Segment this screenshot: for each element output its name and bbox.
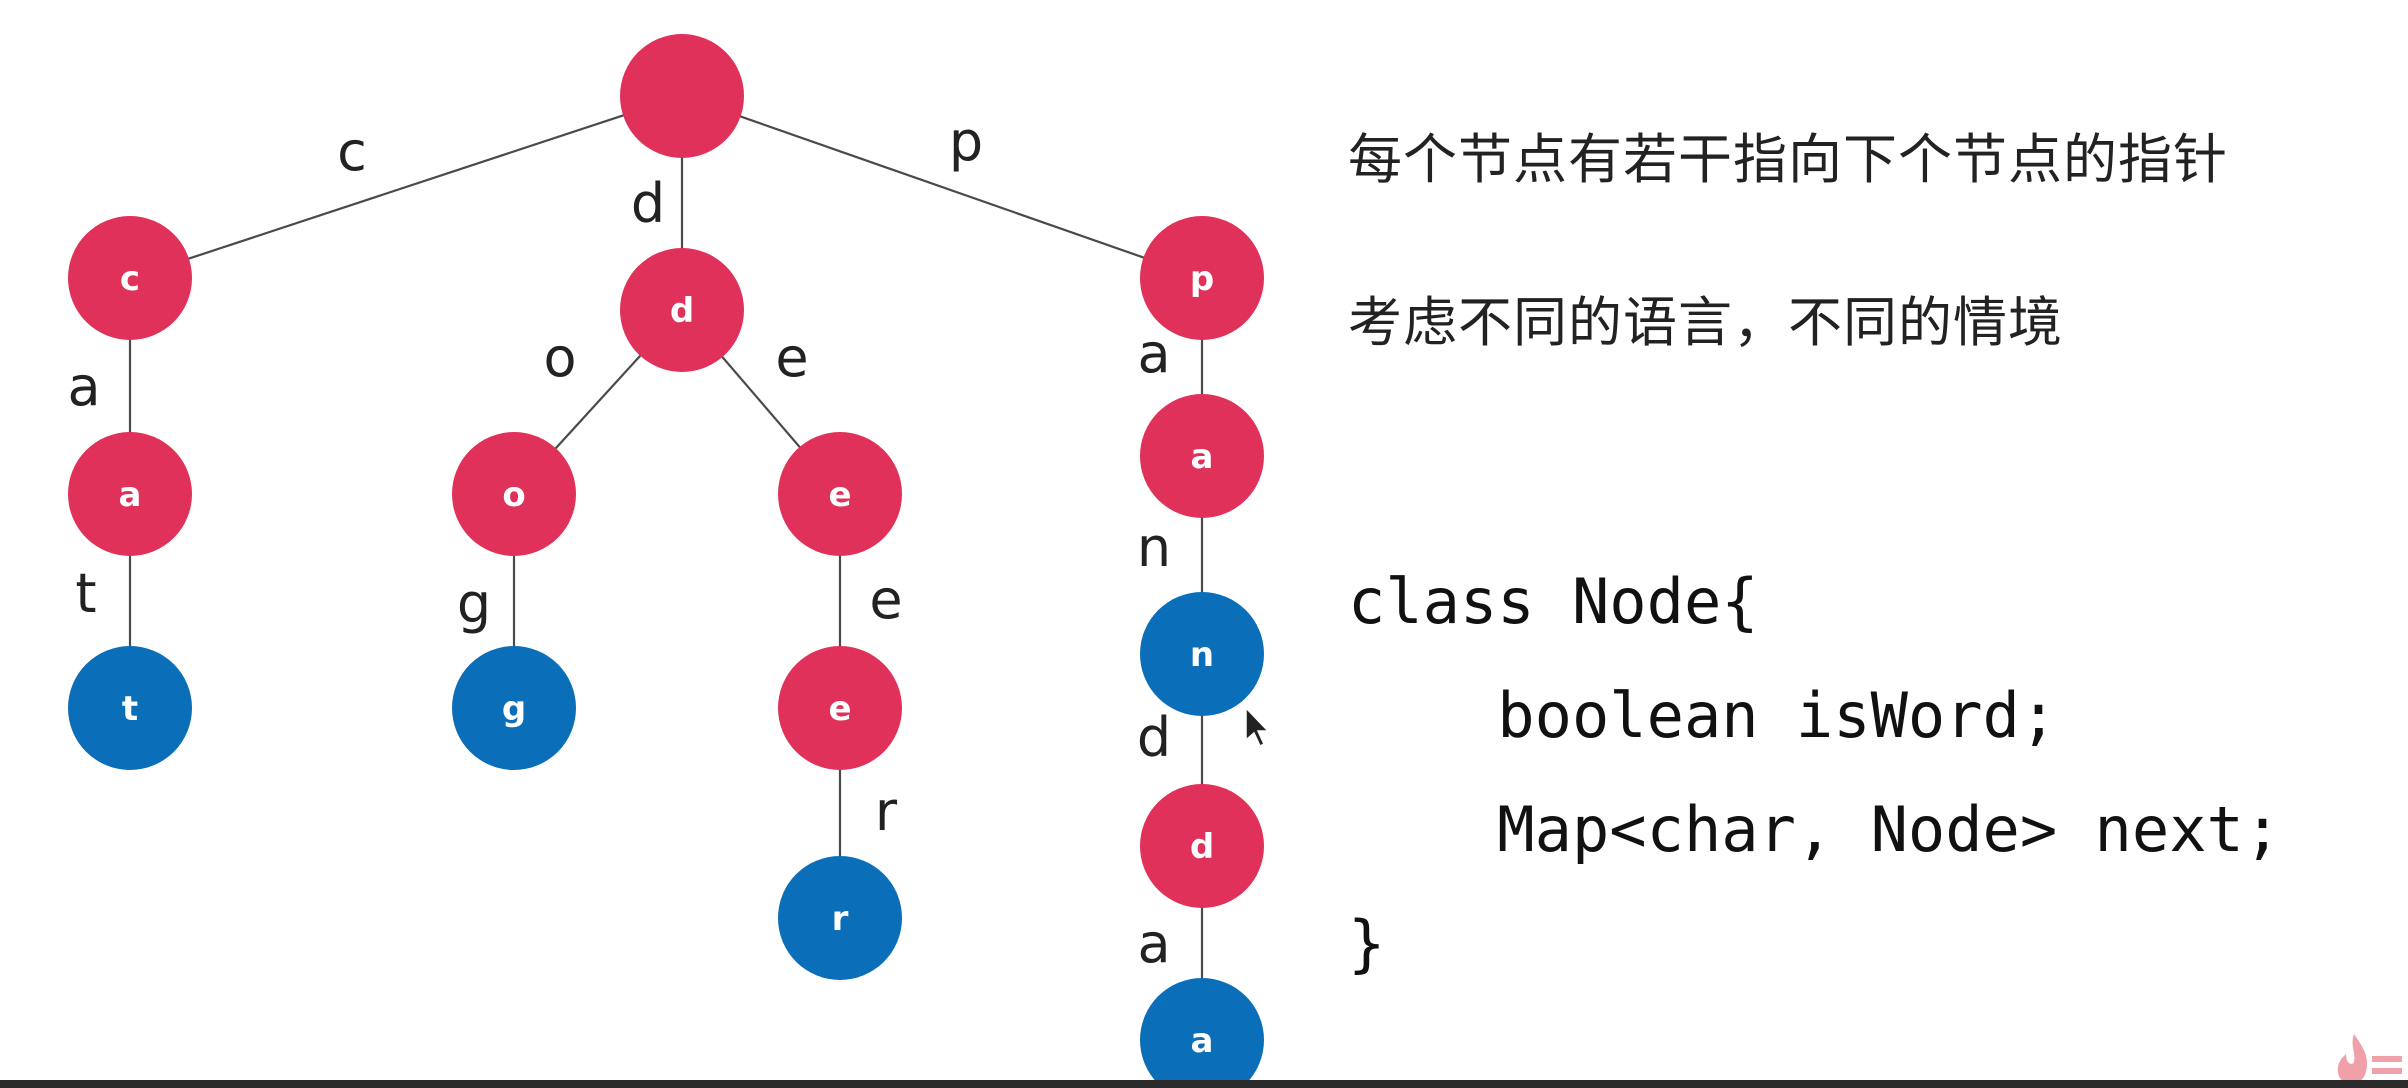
trie-node-ca: a <box>68 432 192 556</box>
edge-label: a <box>67 355 100 418</box>
inner-node-circle <box>1140 216 1264 340</box>
inner-node-circle <box>1140 784 1264 908</box>
edge-label: d <box>631 172 665 235</box>
node-pointer-note: 每个节点有若干指向下个节点的指针 <box>1348 128 2228 191</box>
trie-node-panda: a <box>1140 978 1264 1088</box>
edge-root-p <box>681 94 1203 280</box>
trie-node-dog: g <box>452 646 576 770</box>
inner-node-circle <box>1140 394 1264 518</box>
edge-label: g <box>457 572 491 635</box>
trie-node-p: p <box>1140 216 1264 340</box>
edge-label: r <box>875 780 898 843</box>
node-letter: a <box>119 475 142 515</box>
code-line: Map<char, Node> next; <box>1348 793 2282 866</box>
cursor-arrow-icon <box>1245 706 1270 748</box>
inner-node-circle <box>620 34 744 158</box>
node-letter: d <box>670 291 694 331</box>
node-letter: n <box>1190 635 1214 675</box>
edge-label: c <box>337 120 367 183</box>
node-letter: a <box>1191 437 1214 477</box>
language-context-note: 考虑不同的语言，不同的情境 <box>1348 291 2063 354</box>
flame-logo-icon <box>2337 1034 2402 1086</box>
inner-node-circle <box>620 248 744 372</box>
trie-node-d: d <box>620 248 744 372</box>
node-letter: a <box>1191 1021 1214 1061</box>
trie-node-deer: r <box>778 856 902 980</box>
word-end-node-circle <box>452 646 576 770</box>
edge-label: a <box>1137 322 1170 385</box>
trie-node-pa: a <box>1140 394 1264 518</box>
inner-node-circle <box>778 646 902 770</box>
edge-label: e <box>869 568 902 631</box>
trie-node-root <box>620 34 744 158</box>
node-letter: o <box>502 475 525 515</box>
inner-node-circle <box>68 432 192 556</box>
node-letter: e <box>828 689 851 729</box>
trie-node-dee: e <box>778 646 902 770</box>
word-end-node-circle <box>68 646 192 770</box>
edge-label: o <box>543 326 576 389</box>
edge-label: t <box>75 562 96 625</box>
trie-node-pan: n <box>1140 592 1264 716</box>
node-letter: c <box>120 259 140 299</box>
code-line: } <box>1348 907 1386 980</box>
bottom-border <box>0 1080 2408 1088</box>
trie-node-de: e <box>778 432 902 556</box>
inner-node-circle <box>68 216 192 340</box>
edge-root-c <box>129 94 683 280</box>
edge-label: n <box>1137 516 1171 579</box>
inner-node-circle <box>778 432 902 556</box>
edge-label: e <box>775 326 808 389</box>
node-letter: p <box>1190 259 1214 299</box>
edge-label: a <box>1137 912 1170 975</box>
node-letter: r <box>832 899 849 939</box>
word-end-node-circle <box>778 856 902 980</box>
node-letter: t <box>122 689 138 729</box>
word-end-node-circle <box>1140 978 1264 1088</box>
code-line: class Node{ <box>1348 565 1759 638</box>
inner-node-circle <box>452 432 576 556</box>
edge-label: p <box>949 110 983 173</box>
trie-node-c: c <box>68 216 192 340</box>
edge-label: d <box>1137 706 1171 769</box>
code-line: boolean isWord; <box>1348 679 2058 752</box>
word-end-node-circle <box>1140 592 1264 716</box>
node-letter: g <box>502 689 526 729</box>
node-letter: e <box>828 475 851 515</box>
trie-node-cat: t <box>68 646 192 770</box>
node-letter: d <box>1190 827 1214 867</box>
trie-node-do: o <box>452 432 576 556</box>
trie-node-pand: d <box>1140 784 1264 908</box>
